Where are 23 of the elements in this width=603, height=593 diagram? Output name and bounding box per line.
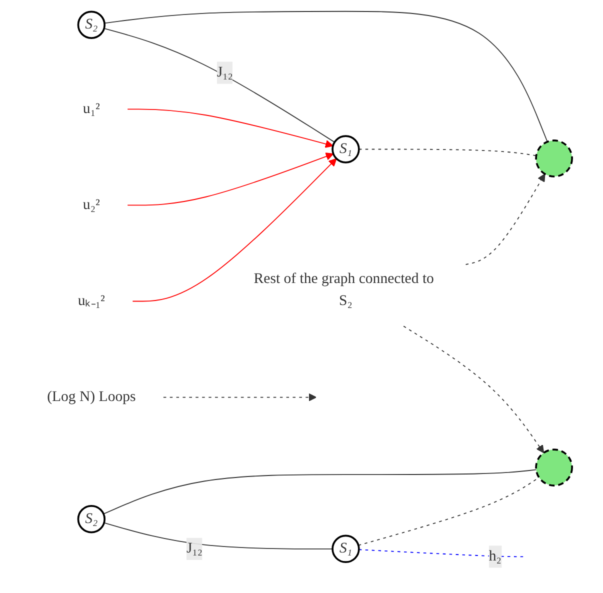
connector-line (104, 28, 336, 143)
spin-node-circle: S₂ (77, 505, 106, 534)
text-label: u₂² (82, 196, 100, 213)
leader-line (162, 393, 317, 402)
arrow (127, 108, 334, 148)
connector-line (104, 10, 548, 142)
graph-region-ellipse (535, 448, 573, 486)
connector-line (103, 469, 537, 514)
spin-node-circle: S₁ (332, 135, 360, 164)
spin-node-circle: S₁ (332, 534, 360, 564)
text-label: (Log N) Loops (47, 389, 136, 405)
text-label: uₖ₋₁² (78, 292, 105, 309)
text-label: u₁² (82, 100, 100, 117)
text-label: Rest of the graph connected to S₂ (254, 270, 434, 309)
arrow (127, 152, 334, 206)
leader-line (358, 549, 525, 558)
arrow (465, 174, 546, 265)
arrow (132, 158, 337, 302)
arrow (403, 326, 544, 454)
connector-line (358, 148, 537, 156)
spin-node-circle: S₂ (77, 10, 106, 39)
connector-line (104, 522, 333, 550)
graph-region-ellipse (535, 140, 573, 178)
